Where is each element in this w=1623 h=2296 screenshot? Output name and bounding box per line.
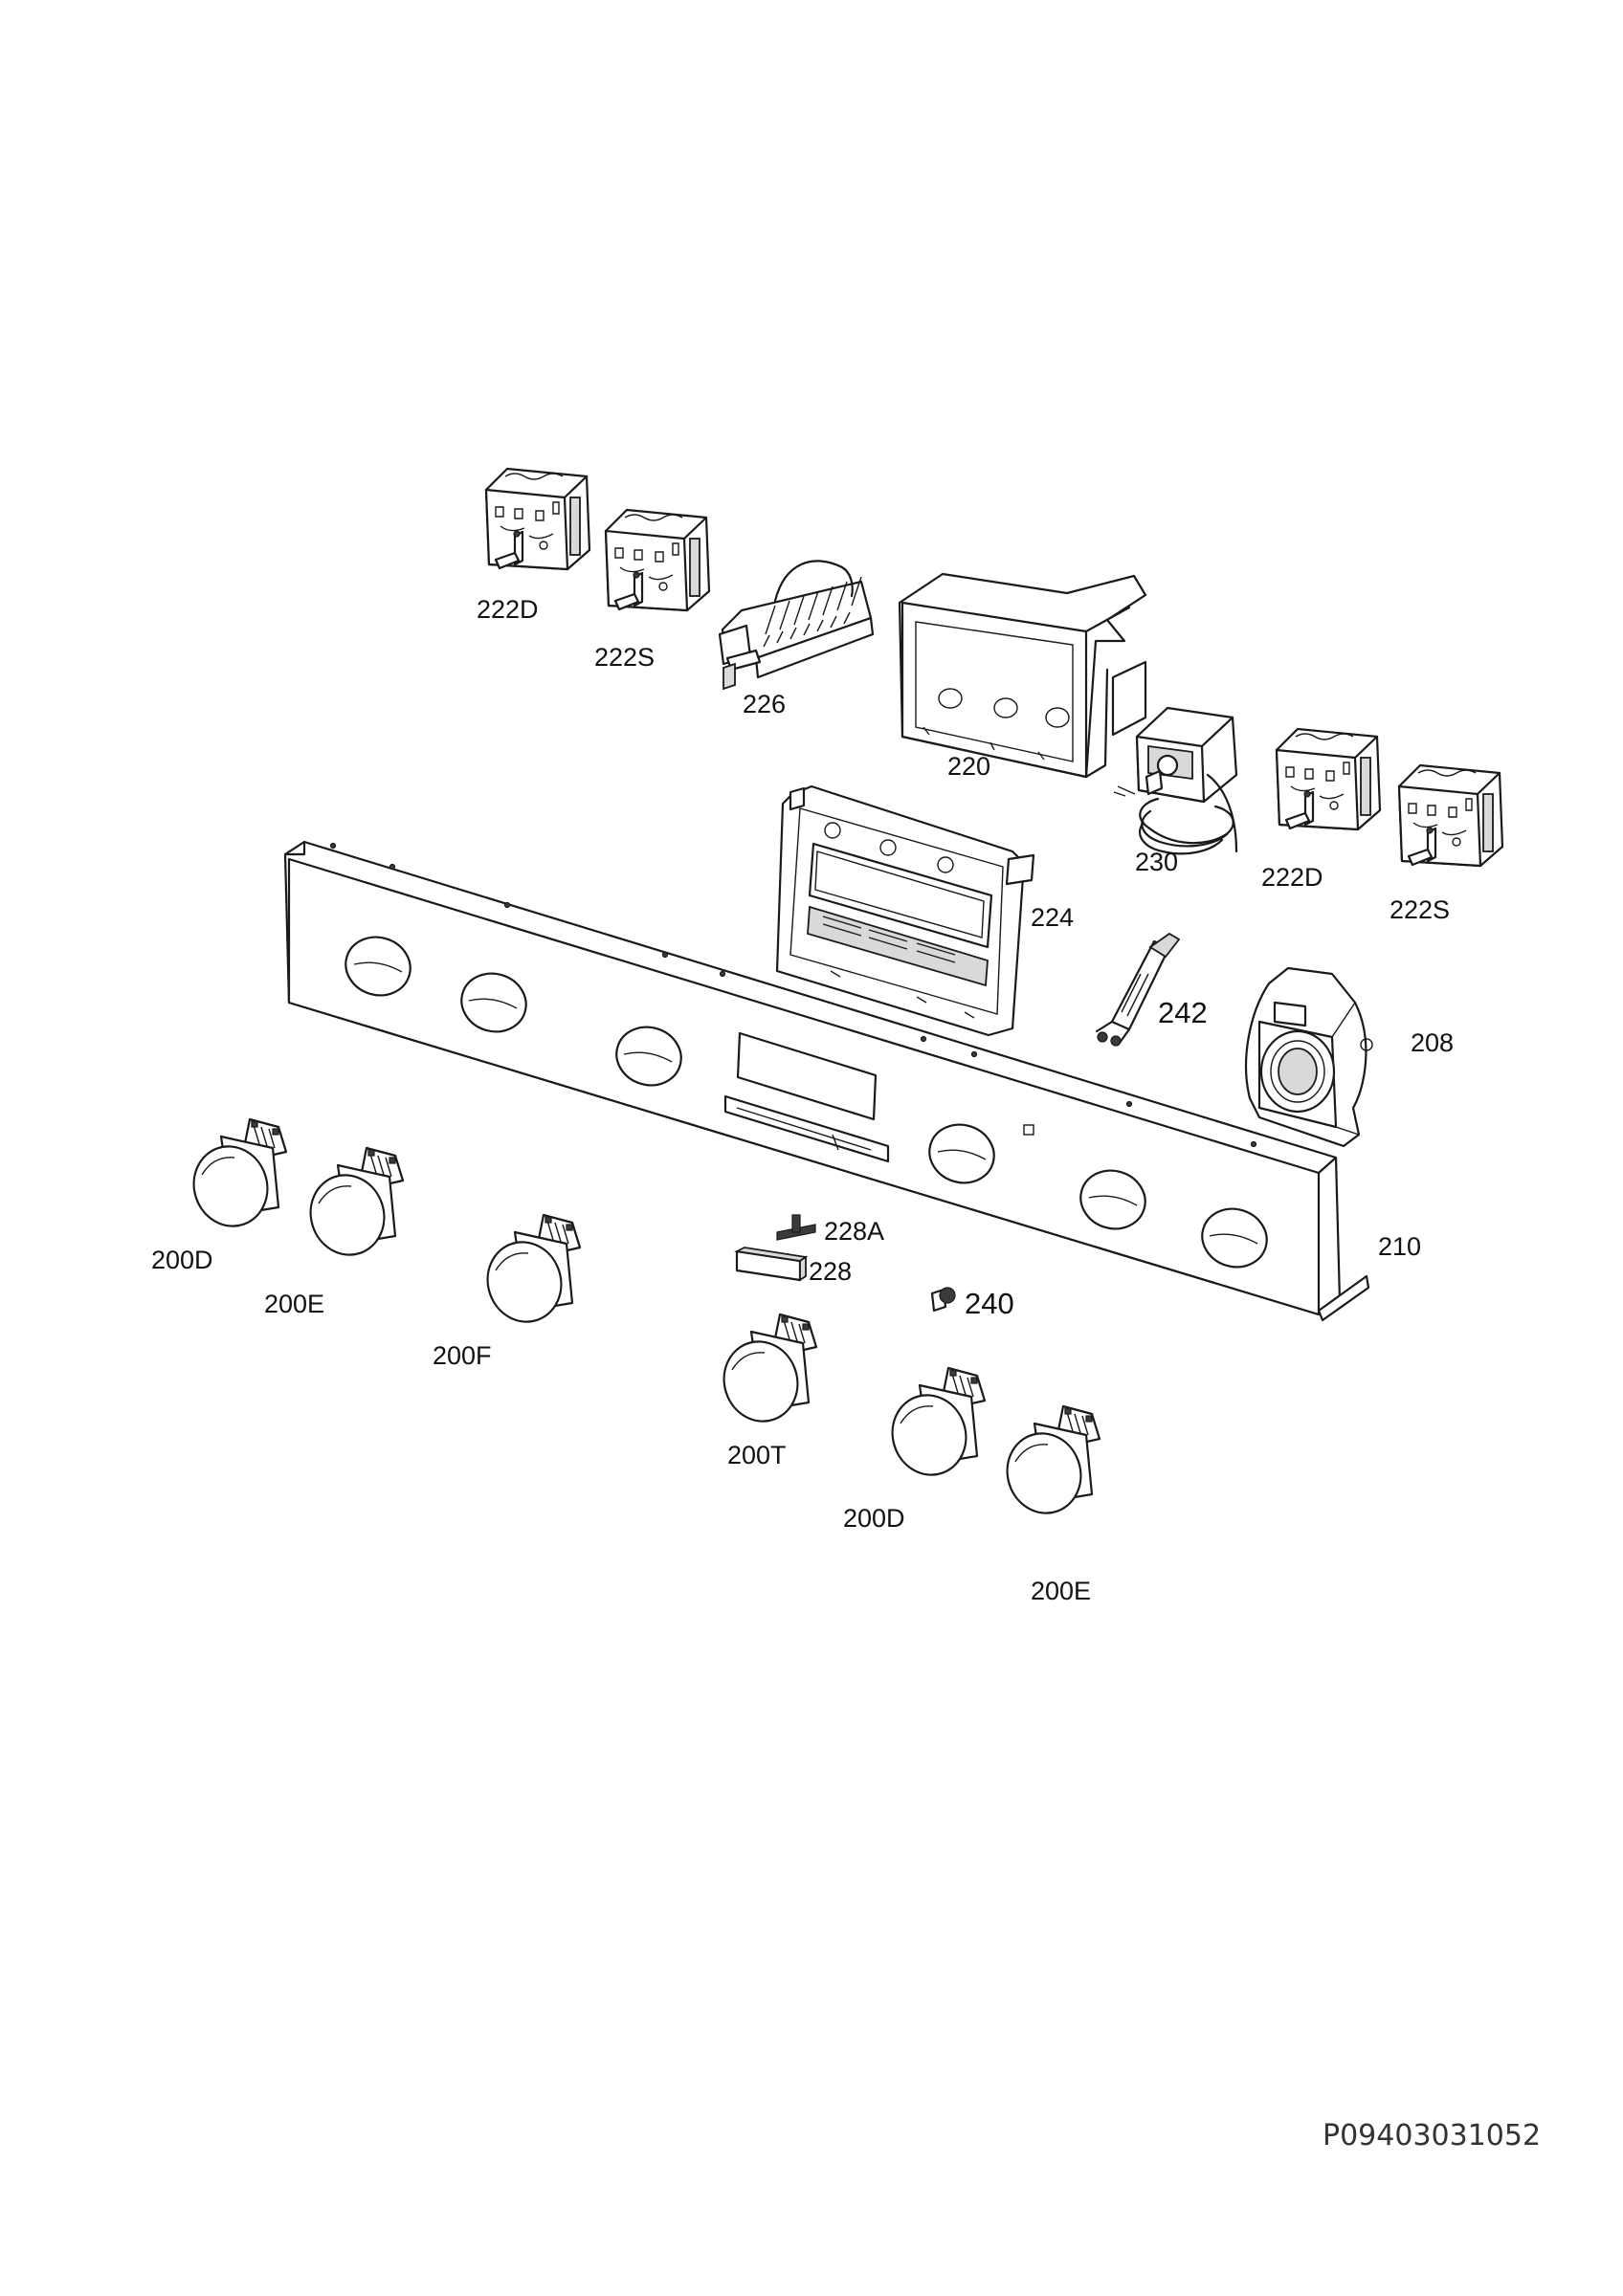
clip-240 <box>930 1287 956 1313</box>
label-226: 226 <box>743 690 786 718</box>
label-208: 208 <box>1411 1028 1454 1057</box>
label-200e-right: 200E <box>1031 1577 1091 1605</box>
knob-200t <box>712 1313 818 1432</box>
knob-200d-left <box>182 1117 288 1237</box>
label-220: 220 <box>947 752 990 781</box>
label-222s-right: 222S <box>1390 895 1450 924</box>
button-228 <box>734 1247 809 1282</box>
fan-housing-208 <box>1244 966 1373 1148</box>
sensor-242 <box>1095 932 1181 1047</box>
knob-200e-left <box>299 1146 405 1266</box>
knob-200f <box>476 1213 582 1333</box>
label-200f: 200F <box>433 1341 492 1370</box>
energy-regulator-222s-right <box>1397 763 1504 868</box>
label-222d-right: 222D <box>1261 863 1323 892</box>
selector-switch-226 <box>718 560 875 691</box>
control-panel-210 <box>283 840 1370 1322</box>
label-230: 230 <box>1135 848 1178 876</box>
knob-200d-right <box>880 1366 987 1486</box>
label-228a: 228A <box>824 1217 884 1246</box>
energy-regulator-222d-top <box>484 467 591 571</box>
label-224: 224 <box>1031 903 1074 932</box>
display-bracket-220 <box>898 572 1147 779</box>
energy-regulator-222d-right <box>1275 727 1382 831</box>
label-242: 242 <box>1158 996 1208 1029</box>
energy-regulator-222s-top <box>604 508 711 612</box>
label-200d-left: 200D <box>151 1246 213 1274</box>
label-200d-right: 200D <box>843 1504 905 1533</box>
label-200t: 200T <box>727 1441 787 1469</box>
drawing-code: P09403031052 <box>1323 2119 1541 2152</box>
label-222d-top: 222D <box>477 595 539 624</box>
label-240: 240 <box>965 1287 1014 1320</box>
display-module-224 <box>775 784 1035 1037</box>
knob-200e-right <box>995 1404 1101 1524</box>
spindle-228a <box>776 1214 816 1241</box>
label-222s-top: 222S <box>594 643 655 672</box>
thermostat-230 <box>1113 706 1238 855</box>
label-200e-left: 200E <box>264 1290 324 1318</box>
label-228: 228 <box>809 1257 852 1286</box>
label-210: 210 <box>1378 1232 1421 1261</box>
